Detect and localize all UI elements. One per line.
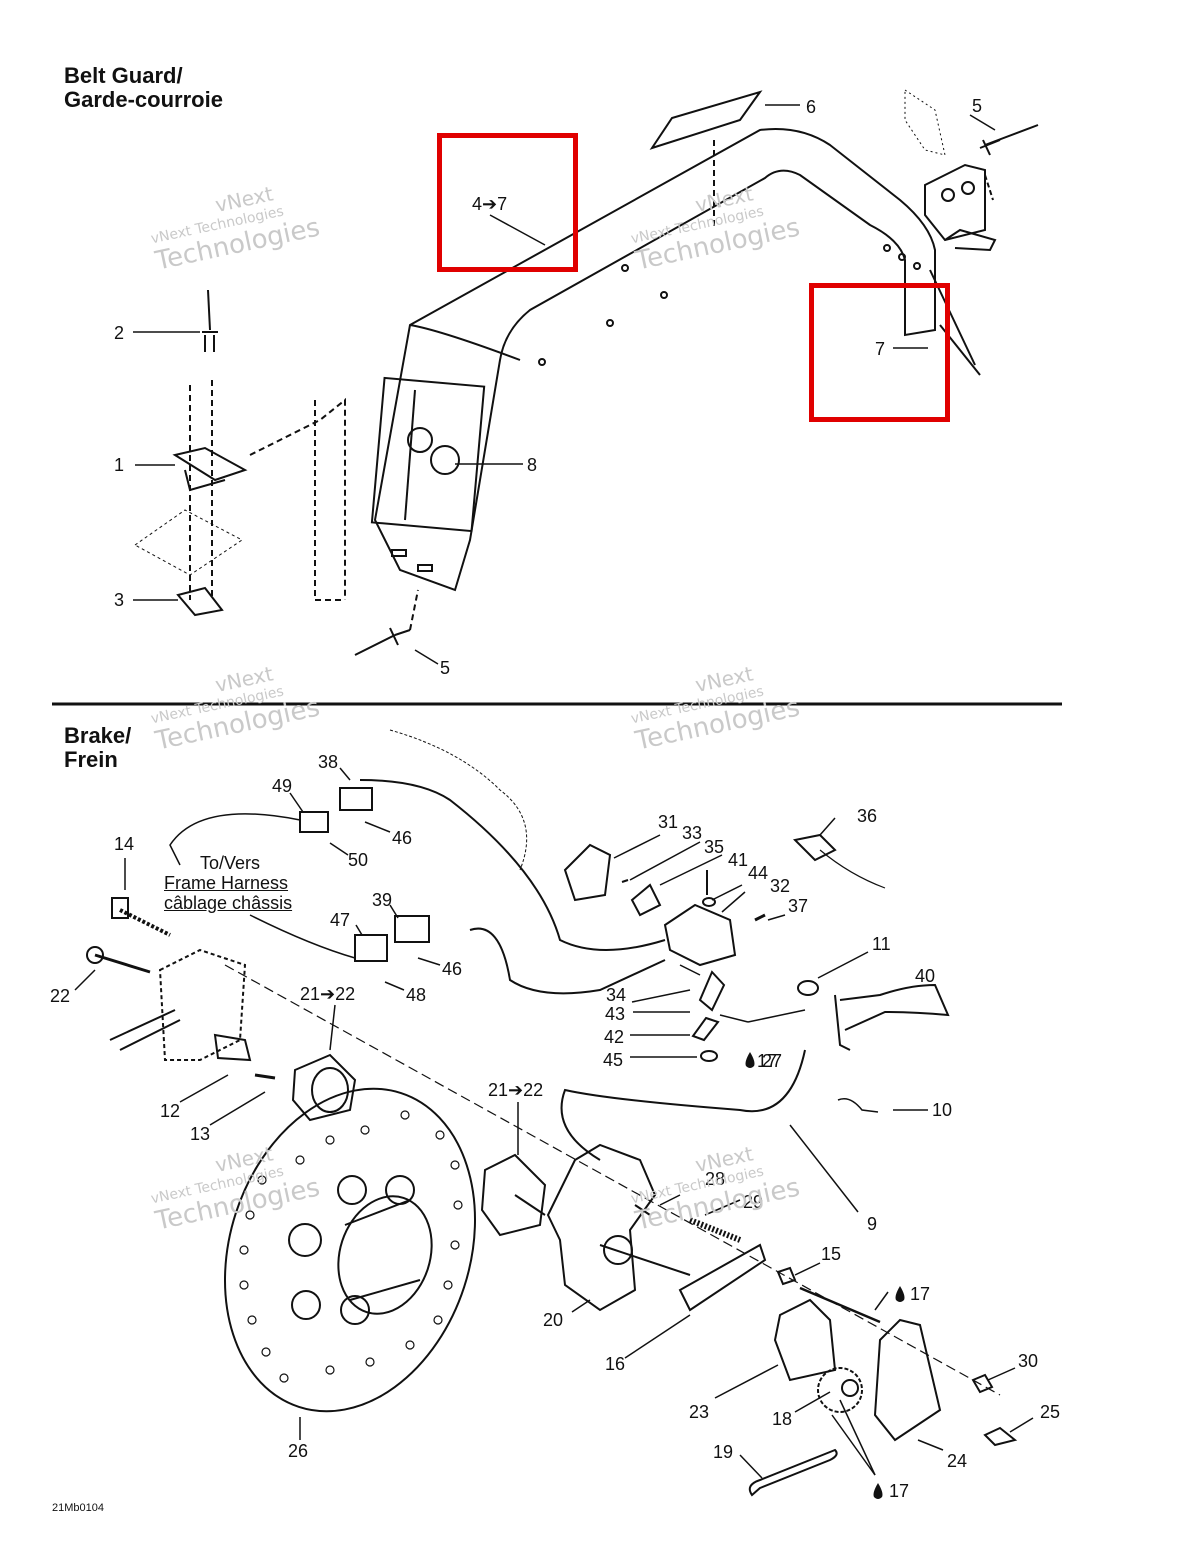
to-vers-label: To/Vers <box>200 853 261 873</box>
callout-26: 26 <box>288 1441 308 1461</box>
callout-27: 27 <box>762 1051 782 1071</box>
callout-22: 22 <box>50 986 70 1006</box>
brake-title-en: Brake/ <box>64 723 132 748</box>
highlight-box-callout-7 <box>809 283 950 422</box>
callout-12: 12 <box>160 1101 180 1121</box>
callout-16: 16 <box>605 1354 625 1374</box>
oil-drop-icon <box>745 1052 755 1068</box>
callout-49: 49 <box>272 776 292 796</box>
cablage-chassis-label: câblage châssis <box>164 893 293 913</box>
drawing-code: 21Mb0104 <box>52 1502 104 1514</box>
belt-guard-title-en: Belt Guard/ <box>64 63 183 88</box>
callout-5-bottom: 5 <box>440 658 450 678</box>
callout-41: 41 <box>728 850 748 870</box>
callout-24: 24 <box>947 1451 967 1471</box>
callout-8: 8 <box>527 455 537 475</box>
callout-33: 33 <box>682 823 702 843</box>
callout-29: 29 <box>743 1192 763 1212</box>
callout-13: 13 <box>190 1124 210 1144</box>
callout-17-c: 17 <box>757 1051 777 1071</box>
callout-9: 9 <box>867 1214 877 1234</box>
callout-10: 10 <box>932 1100 952 1120</box>
callout-36: 36 <box>857 806 877 826</box>
callout-4-7: 4➔7 <box>472 194 507 214</box>
leaders-bottom <box>74 767 1034 1479</box>
callout-48: 48 <box>406 985 426 1005</box>
callout-46-a: 46 <box>392 828 412 848</box>
callout-47: 47 <box>330 910 350 930</box>
callout-18: 18 <box>772 1409 792 1429</box>
oil-drop-icon <box>895 1286 905 1302</box>
callout-17-b: 17 <box>889 1481 909 1501</box>
leaders-top <box>133 104 996 665</box>
highlight-box-callout-4-7 <box>437 133 578 272</box>
callout-42: 42 <box>604 1027 624 1047</box>
callout-3: 3 <box>114 590 124 610</box>
callout-1: 1 <box>114 455 124 475</box>
callout-25: 25 <box>1040 1402 1060 1422</box>
brake-drawing <box>86 729 1018 1497</box>
callouts-bottom-group: 9 10 11 12 13 14 15 16 17 17 17 18 19 20… <box>50 752 1060 1501</box>
oil-drop-icon <box>873 1483 883 1499</box>
belt-guard-drawing <box>134 89 1039 656</box>
brake-title: Brake/ Frein <box>64 724 131 772</box>
callout-11: 11 <box>872 934 891 954</box>
oil-drop-icons <box>745 1052 905 1499</box>
belt-guard-title: Belt Guard/ Garde-courroie <box>64 64 223 112</box>
callout-50: 50 <box>348 850 368 870</box>
callout-43: 43 <box>605 1004 625 1024</box>
callout-2: 2 <box>114 323 124 343</box>
brake-title-fr: Frein <box>64 747 118 772</box>
callout-37: 37 <box>788 896 808 916</box>
callout-7: 7 <box>875 339 885 359</box>
callout-5-top: 5 <box>972 96 982 116</box>
callout-17-a: 17 <box>910 1284 930 1304</box>
callout-34: 34 <box>606 985 626 1005</box>
callout-38: 38 <box>318 752 338 772</box>
callout-31: 31 <box>658 812 678 832</box>
callout-32: 32 <box>770 876 790 896</box>
callout-39: 39 <box>372 890 392 910</box>
callout-6: 6 <box>806 97 816 117</box>
callout-23: 23 <box>689 1402 709 1422</box>
callout-28: 28 <box>705 1169 725 1189</box>
callout-14: 14 <box>114 834 134 854</box>
callout-30: 30 <box>1018 1351 1038 1371</box>
callout-21-22-a: 21➔22 <box>300 984 355 1004</box>
callouts-top-group: 1 2 3 4➔7 5 5 6 7 8 <box>114 96 982 678</box>
callout-21-22-b: 21➔22 <box>488 1080 543 1100</box>
callout-20: 20 <box>543 1310 563 1330</box>
callout-35: 35 <box>704 837 724 857</box>
callout-46-b: 46 <box>442 959 462 979</box>
callout-44: 44 <box>748 863 768 883</box>
frame-harness-label: Frame Harness <box>164 873 289 893</box>
callout-15: 15 <box>821 1244 841 1264</box>
frame-harness-annotation: To/Vers Frame Harness câblage châssis <box>164 853 292 913</box>
belt-guard-title-fr: Garde-courroie <box>64 87 223 112</box>
callout-40: 40 <box>915 966 935 986</box>
callout-45: 45 <box>603 1050 623 1070</box>
callout-19: 19 <box>713 1442 733 1462</box>
